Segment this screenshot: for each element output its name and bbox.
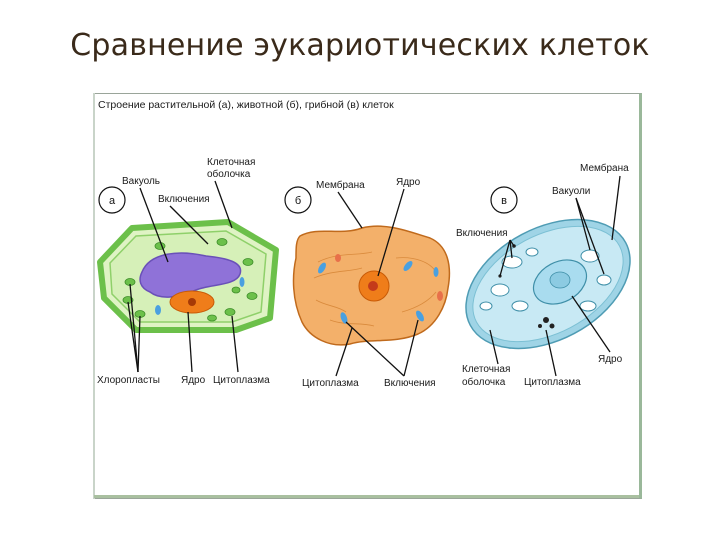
plant-inclusions xyxy=(155,277,245,315)
animal-mitochondria xyxy=(335,254,443,301)
animal-label-inclusions: Включения xyxy=(384,378,436,389)
slide-title: Сравнение эукариотических клеток xyxy=(70,28,650,63)
plant-pointers xyxy=(127,180,239,373)
fungal-label-wall-1: Клеточная xyxy=(462,364,510,375)
animal-label-membrane: Мембрана xyxy=(316,179,365,191)
fungal-nucleolus xyxy=(549,271,571,289)
plant-badge-text: а xyxy=(109,195,116,207)
plant-label-nucleus: Ядро xyxy=(181,375,206,386)
figure-bottom-bar xyxy=(94,495,639,498)
animal-nucleolus xyxy=(368,281,378,291)
animal-pointers xyxy=(335,188,419,377)
plant-label-inclusions: Включения xyxy=(158,194,210,205)
fungal-label-nucleus: Ядро xyxy=(598,354,623,365)
figure-caption: Строение растительной (а), животной (б),… xyxy=(98,99,394,111)
plant-label-chloroplasts: Хлоропласты xyxy=(97,375,160,386)
fungal-badge xyxy=(490,186,518,214)
fungal-pointers xyxy=(489,175,621,377)
plant-label-cytoplasm: Цитоплазма xyxy=(213,375,270,386)
fungal-label-membrane: Мембрана xyxy=(580,162,629,174)
fungal-label-wall-2: оболочка xyxy=(462,376,506,388)
plant-label-wall-2: оболочка xyxy=(207,168,251,180)
fungal-label-cytoplasm: Цитоплазма xyxy=(524,377,581,388)
plant-vacuole xyxy=(139,252,242,298)
animal-inclusions xyxy=(318,261,439,324)
plant-badge xyxy=(98,186,126,214)
fungal-label-inclusions: Включения xyxy=(456,228,508,239)
plant-label-vacuole: Вакуоль xyxy=(122,176,160,187)
animal-label-cytoplasm: Цитоплазма xyxy=(302,378,359,389)
fungal-label-vacuoles: Вакуоли xyxy=(552,186,590,197)
animal-badge-text: б xyxy=(295,195,301,207)
plant-chloroplasts xyxy=(122,238,258,322)
animal-cell xyxy=(292,225,451,346)
plant-cell xyxy=(97,219,279,333)
fungal-cell xyxy=(465,218,631,350)
plant-nucleolus xyxy=(188,298,196,306)
fungal-badge-text: в xyxy=(501,195,507,207)
fungal-vacuoles xyxy=(479,247,612,312)
plant-label-wall-1: Клеточная xyxy=(207,157,255,168)
animal-badge xyxy=(284,186,312,214)
animal-label-nucleus: Ядро xyxy=(396,177,421,188)
